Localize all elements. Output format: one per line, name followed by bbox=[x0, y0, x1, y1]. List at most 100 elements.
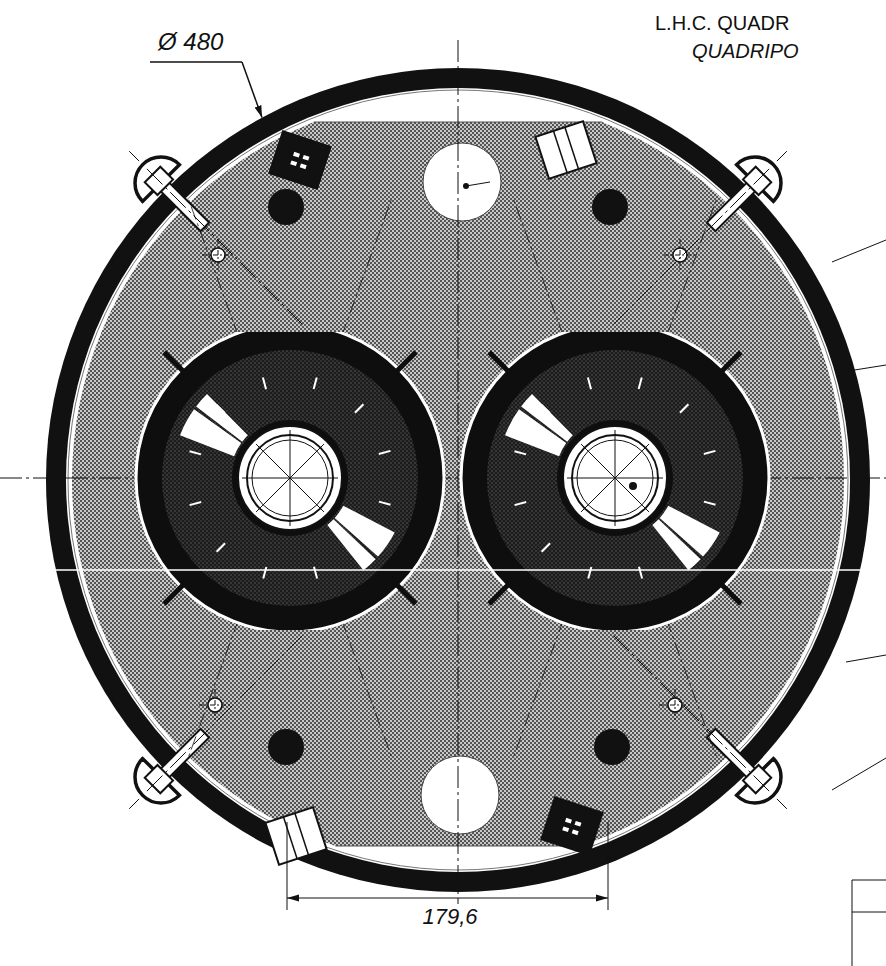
key-line bbox=[565, 127, 579, 169]
leader-line bbox=[832, 758, 886, 790]
collar-spike bbox=[389, 352, 416, 379]
centre-line bbox=[458, 40, 459, 905]
coil-tick bbox=[639, 377, 642, 389]
collar-spike bbox=[164, 352, 191, 379]
coil-tick bbox=[263, 567, 266, 579]
beam-screen bbox=[238, 426, 342, 530]
pin-hole-cross bbox=[680, 239, 681, 271]
collar-spike bbox=[714, 352, 741, 379]
pin-hole bbox=[199, 689, 231, 721]
key-slot bbox=[562, 826, 569, 832]
coil-tick bbox=[263, 378, 266, 390]
collar-body bbox=[136, 332, 444, 630]
centre-line bbox=[614, 151, 787, 324]
pin-hole-cross bbox=[675, 689, 676, 721]
collared-coil bbox=[461, 324, 769, 632]
key-block bbox=[265, 807, 326, 864]
dimension-label: 179,6 bbox=[419, 904, 480, 929]
coil-tick bbox=[704, 502, 716, 505]
coil-tick bbox=[189, 451, 201, 454]
cooling-hole bbox=[421, 756, 499, 834]
extension-line bbox=[608, 822, 609, 910]
coil-tick bbox=[680, 404, 688, 413]
centre-line bbox=[614, 636, 787, 809]
dimension-leader bbox=[242, 62, 262, 118]
collar-spike bbox=[714, 577, 741, 604]
sheet-fold-line bbox=[0, 569, 886, 571]
construction-line bbox=[666, 619, 717, 760]
coil-tick bbox=[704, 451, 716, 454]
key-slot bbox=[572, 829, 579, 835]
coil-tick bbox=[314, 567, 317, 579]
bus-bar-hole bbox=[268, 729, 304, 765]
dimension-underline bbox=[150, 61, 242, 63]
beam-screen bbox=[563, 426, 667, 530]
collar-spike bbox=[164, 577, 191, 604]
key-slot bbox=[575, 821, 582, 827]
bus-bar-hole bbox=[268, 189, 304, 225]
pin-hole bbox=[659, 689, 691, 721]
coil-tick bbox=[217, 543, 225, 552]
key-block bbox=[541, 797, 602, 854]
construction-line bbox=[512, 196, 563, 337]
alignment-key bbox=[265, 807, 326, 864]
collar-disc bbox=[461, 332, 769, 630]
key-slot bbox=[290, 160, 297, 166]
bus-bar-hole bbox=[594, 729, 630, 765]
construction-line bbox=[341, 196, 392, 337]
collar-spike bbox=[389, 577, 416, 604]
cooling-hole bbox=[423, 143, 501, 221]
coil-tick bbox=[588, 378, 591, 390]
centre-line bbox=[129, 151, 302, 324]
dimension-line bbox=[287, 898, 608, 899]
key-slot bbox=[300, 163, 307, 169]
collar-spike bbox=[489, 577, 516, 604]
dimension-label: Ø 480 bbox=[158, 28, 223, 56]
coil-tick bbox=[542, 543, 550, 552]
coil-tick bbox=[355, 543, 364, 551]
beam-axis bbox=[256, 444, 324, 512]
leader-line bbox=[832, 240, 886, 262]
extension-line bbox=[287, 822, 288, 910]
construction-line bbox=[341, 619, 392, 760]
key-line bbox=[553, 131, 567, 173]
coil-tick bbox=[379, 451, 391, 454]
title-block-frame bbox=[852, 880, 886, 966]
coil-ring bbox=[162, 350, 418, 606]
leader-line bbox=[842, 365, 886, 372]
pin-hole-cross bbox=[218, 239, 219, 271]
construction-line bbox=[187, 619, 238, 760]
coil-tick bbox=[588, 567, 591, 579]
coil-tick bbox=[639, 567, 642, 579]
coil-wedge bbox=[196, 394, 248, 442]
pin-hole bbox=[664, 239, 696, 271]
coil-tick bbox=[216, 405, 225, 413]
coil-tick bbox=[355, 404, 363, 413]
coil-ring bbox=[487, 350, 743, 606]
title-text: L.H.C. QUADR bbox=[655, 12, 789, 35]
collar-body bbox=[461, 332, 769, 630]
key-slot bbox=[565, 818, 572, 824]
collar-disc bbox=[136, 332, 444, 630]
coil-tick bbox=[379, 502, 391, 505]
pin-hole-cross bbox=[215, 689, 216, 721]
coil-wedge bbox=[521, 394, 573, 442]
alignment-key bbox=[541, 797, 602, 854]
collar-spike bbox=[489, 352, 516, 379]
leader-line bbox=[846, 655, 886, 662]
alignment-key bbox=[269, 131, 330, 188]
bus-bar-hole bbox=[592, 189, 628, 225]
coil-tick bbox=[541, 405, 550, 413]
construction-line bbox=[512, 619, 563, 760]
beam-marker-dot bbox=[629, 482, 637, 490]
key-line bbox=[283, 817, 297, 859]
coil-wedge bbox=[652, 519, 700, 570]
coil-tick bbox=[515, 502, 527, 505]
construction-line bbox=[666, 196, 717, 337]
coil-tick bbox=[190, 502, 202, 505]
coil-wedge bbox=[327, 519, 375, 570]
hole-leader bbox=[466, 182, 490, 186]
coil-tick bbox=[680, 543, 689, 551]
pin-hole bbox=[202, 239, 234, 271]
